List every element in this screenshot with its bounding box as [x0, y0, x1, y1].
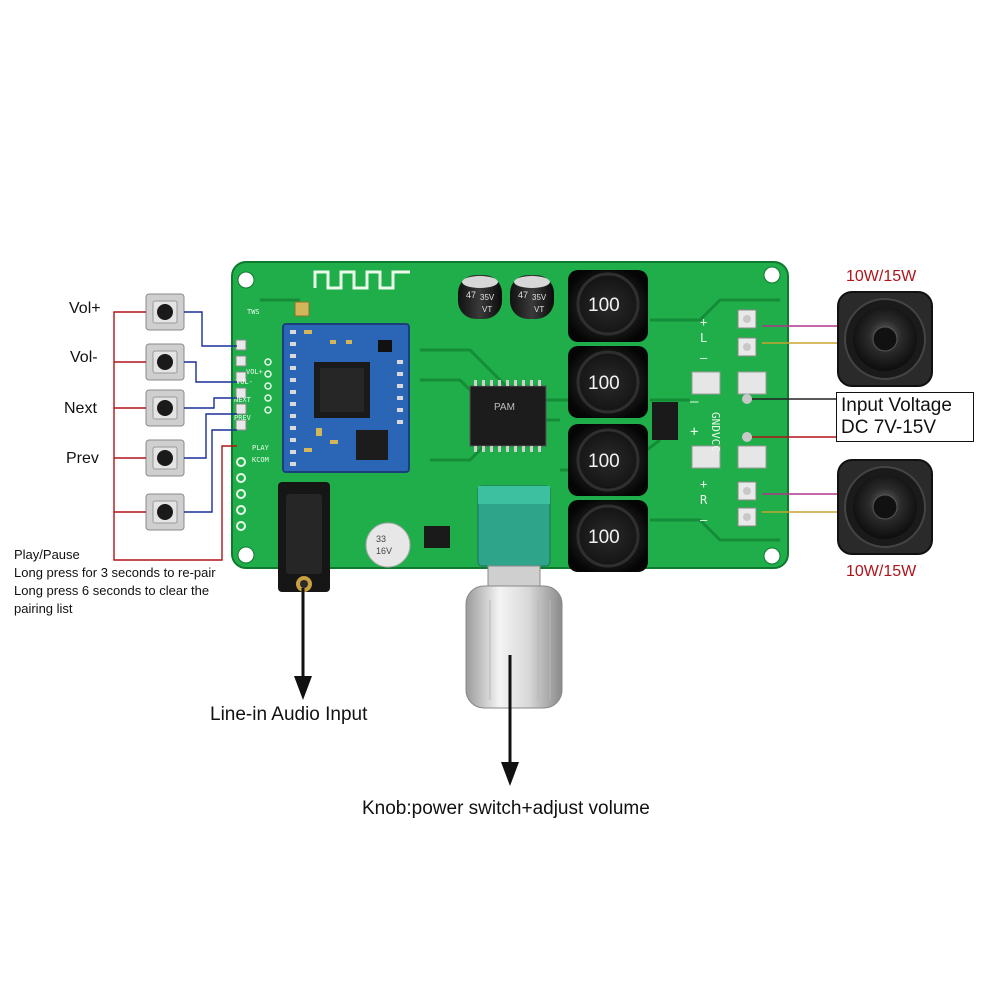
silk-kcom: KCOM [252, 456, 269, 464]
silk-prev: PREV [234, 414, 252, 422]
silk-vcc: VCC [709, 432, 722, 452]
volume-knob [465, 485, 563, 709]
inductor-4-value: 100 [588, 527, 620, 548]
silk-minus-gnd: — [690, 394, 699, 410]
arrow-down-icon [501, 655, 519, 786]
knob-label: Knob:power switch+adjust volume [362, 798, 650, 819]
electrolytic-capacitor-2: 47 35V VT [510, 275, 554, 319]
play-note-line-4: pairing list [14, 601, 73, 616]
regulator-chip [424, 526, 450, 548]
inductor-3-value: 100 [588, 451, 620, 472]
speaker-icon [837, 291, 933, 387]
input-voltage-title: Input Voltage [841, 395, 952, 416]
play-note-line-1: Play/Pause [14, 547, 80, 562]
speaker-wires [752, 325, 838, 513]
amplifier-chip: PAM [469, 380, 547, 452]
push-button-icon[interactable] [145, 493, 185, 531]
electrolytic-capacitor-1: 47 35V VT [458, 275, 502, 319]
inductor-3: 100 [568, 424, 648, 496]
label-prev: Prev [66, 450, 99, 467]
silk-r: R [700, 493, 708, 507]
speaker-top-wattage: 10W/15W [846, 268, 917, 285]
silk-vol-plus: VOL+ [246, 368, 263, 376]
mosfet-chip [652, 402, 678, 440]
play-pause-note: Play/Pause Long press for 3 seconds to r… [14, 546, 216, 618]
label-next: Next [64, 400, 97, 417]
push-button-icon[interactable] [145, 439, 185, 477]
cap2-value: 47 [518, 290, 528, 300]
silk-gnd: GND [709, 412, 722, 432]
small-cap-value: 33 [376, 534, 386, 544]
label-vol-plus: Vol+ [69, 300, 101, 317]
arrow-down-icon [294, 588, 312, 700]
inductor-1-value: 100 [588, 295, 620, 316]
speaker-bottom-wattage: 10W/15W [846, 563, 917, 580]
push-button-icon[interactable] [145, 293, 185, 331]
small-cap-voltage: 16V [376, 546, 392, 556]
silk-tws: TWS [247, 308, 260, 316]
line-in-label: Line-in Audio Input [210, 704, 368, 725]
silk-plus-vcc: + [690, 424, 698, 440]
silk-play: PLAY [252, 444, 270, 452]
small-capacitor: 33 16V [365, 522, 411, 568]
cap2-voltage: 35V [532, 293, 547, 302]
push-button-icon[interactable] [145, 343, 185, 381]
play-note-line-3: Long press 6 seconds to clear the [14, 583, 210, 598]
cap1-series: VT [482, 305, 492, 314]
speaker-icon [837, 459, 933, 555]
silk-minus-l: — [700, 351, 708, 365]
inductor-2-value: 100 [588, 373, 620, 394]
silk-l: L [700, 331, 707, 345]
input-voltage-range: DC 7V-15V [841, 417, 937, 438]
cap1-voltage: 35V [480, 293, 495, 302]
amp-chip-label: PAM [494, 402, 515, 413]
inductor-4: 100 [568, 500, 648, 572]
inductor-2: 100 [568, 346, 648, 418]
inductor-1: 100 [568, 270, 648, 342]
cap2-series: VT [534, 305, 544, 314]
input-voltage-box: Input Voltage DC 7V-15V [836, 392, 974, 442]
silk-plus-l: + [700, 315, 707, 329]
silk-vol-minus: VOL- [236, 378, 253, 386]
silk-plus-r: + [700, 477, 707, 491]
audio-jack [278, 482, 330, 592]
button-wires [113, 311, 237, 561]
play-note-line-2: Long press for 3 seconds to re-pair [14, 565, 216, 580]
silk-minus-r: — [700, 513, 708, 527]
push-button-icon[interactable] [145, 389, 185, 427]
cap1-value: 47 [466, 290, 476, 300]
silk-next: NEXT [234, 396, 252, 404]
label-vol-minus: Vol- [70, 349, 98, 366]
bluetooth-module [282, 301, 410, 473]
